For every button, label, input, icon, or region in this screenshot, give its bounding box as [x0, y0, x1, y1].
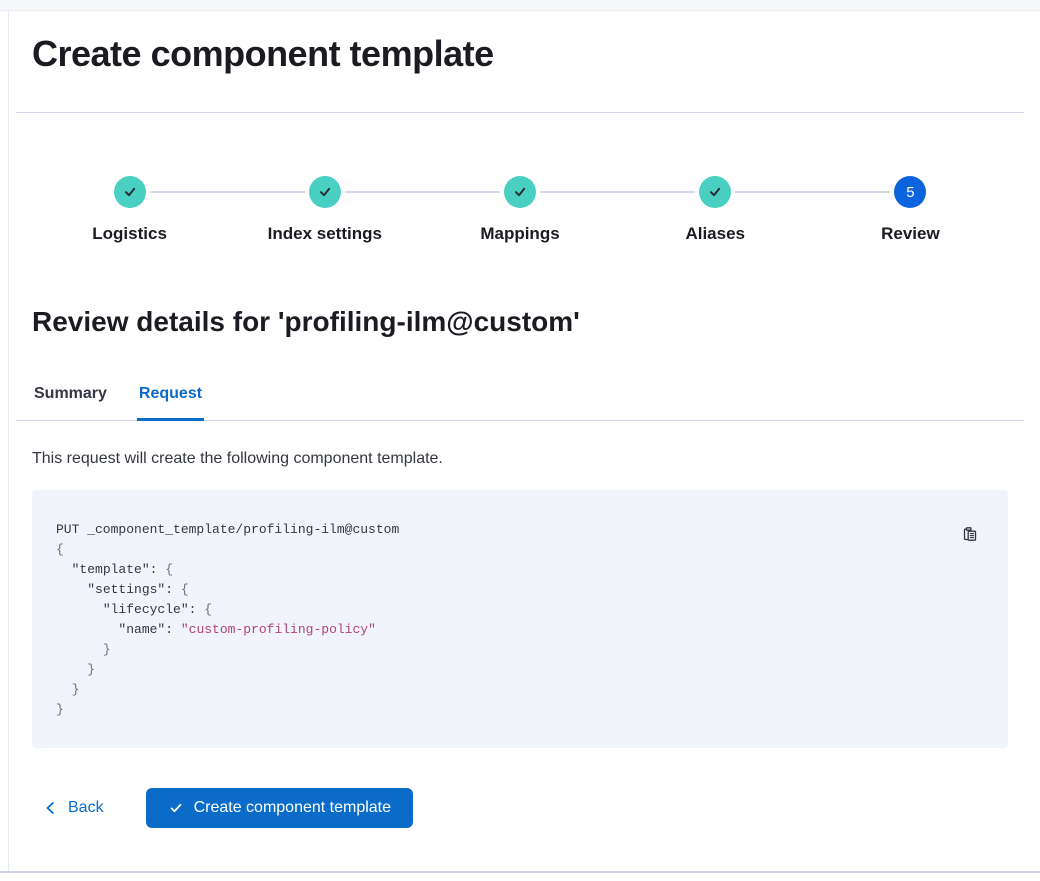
review-heading: Review details for 'profiling-ilm@custom… [32, 306, 580, 337]
step-logistics[interactable]: Logistics [32, 176, 228, 246]
chevron-left-icon [46, 802, 54, 814]
step-complete-circle [504, 176, 536, 208]
footer-actions: Back Create component template [32, 788, 1008, 828]
back-button[interactable]: Back [44, 799, 104, 817]
request-description: This request will create the following c… [32, 450, 443, 467]
panel-bottom-edge [0, 871, 1040, 873]
tab-summary[interactable]: Summary [34, 385, 107, 402]
panel-left-edge [8, 10, 9, 872]
step-aliases[interactable]: Aliases [617, 176, 814, 246]
step-complete-circle [308, 176, 341, 208]
request-code-block: PUT _component_template/profiling-ilm@cu… [32, 490, 1008, 748]
step-index-settings[interactable]: Index settings [227, 176, 423, 246]
step-current-circle: 5 [894, 176, 927, 208]
create-component-template-page: Create component template Logistics Inde… [0, 10, 1040, 828]
create-component-template-button[interactable]: Create component template [145, 788, 414, 828]
step-label: Review [881, 224, 940, 243]
copy-clipboard-icon[interactable] [962, 526, 978, 542]
review-tabs: Summary Request [16, 382, 1024, 421]
check-icon [319, 187, 330, 197]
step-label: Index settings [267, 224, 382, 243]
step-complete-circle [699, 176, 732, 208]
step-label: Aliases [685, 224, 745, 243]
check-icon [170, 803, 181, 813]
step-number: 5 [906, 183, 915, 201]
panel-top-edge [0, 0, 1040, 11]
header-divider [16, 112, 1024, 113]
step-review[interactable]: 5 Review [812, 176, 1008, 246]
step-mappings[interactable]: Mappings [422, 176, 618, 246]
check-icon [515, 187, 526, 197]
page-title: Create component template [32, 33, 494, 74]
step-indicator: Logistics Index settings Mappings Aliase… [32, 176, 1008, 246]
step-complete-circle [113, 176, 146, 208]
tab-request[interactable]: Request [136, 382, 205, 421]
step-label: Logistics [92, 224, 167, 243]
check-icon [710, 187, 721, 197]
check-icon [124, 187, 135, 197]
step-label: Mappings [480, 224, 560, 243]
back-button-label: Back [68, 799, 104, 816]
create-component-template-label: Create component template [193, 799, 392, 816]
code-content: PUT _component_template/profiling-ilm@cu… [56, 522, 400, 717]
